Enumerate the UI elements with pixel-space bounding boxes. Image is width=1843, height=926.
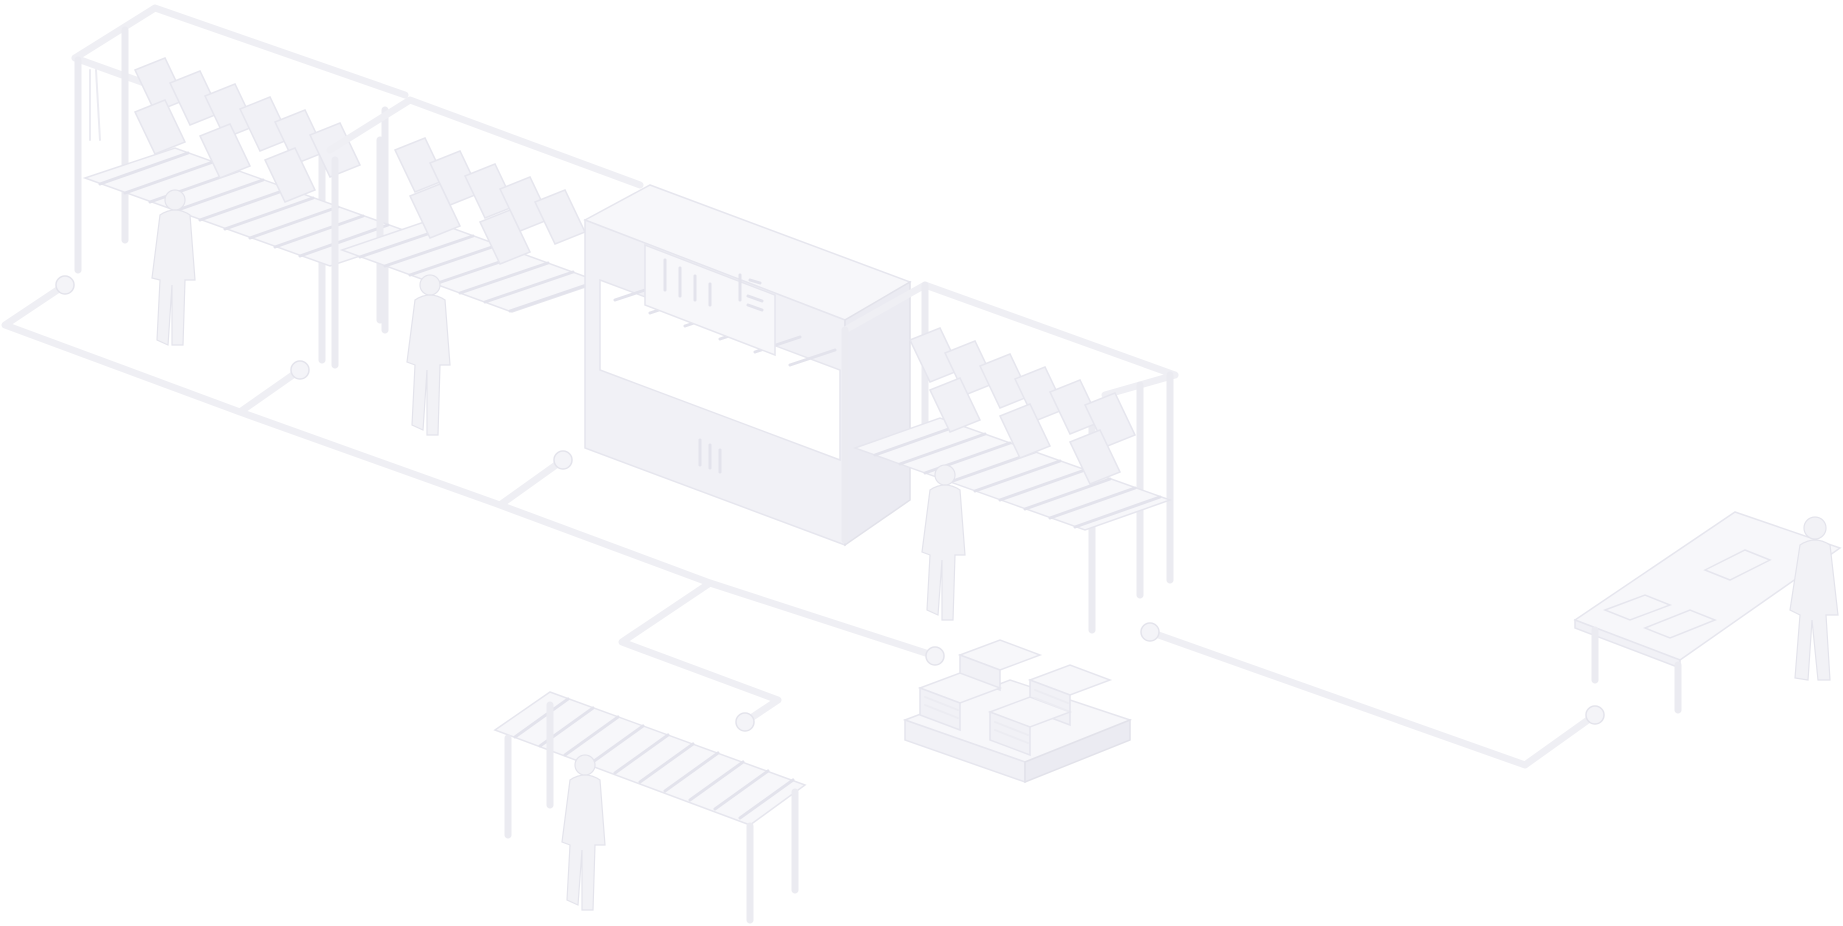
pipe-node [735, 712, 755, 732]
roller-table [493, 691, 807, 924]
pipe-network [1, 275, 1605, 769]
pallet-with-stacks [902, 639, 1133, 784]
worker-4 [561, 754, 606, 911]
worker-3 [921, 464, 966, 621]
shelving-conveyor-1 [71, 4, 423, 364]
worker-5 [1789, 516, 1839, 681]
worker-2 [406, 274, 451, 436]
pipe-node [1140, 622, 1160, 642]
pipe-node [290, 360, 310, 380]
pipe-node [55, 275, 75, 295]
pipe-node [1585, 705, 1605, 725]
pipe-node [925, 646, 945, 666]
worker-1 [151, 189, 196, 346]
shelving-conveyor-3 [841, 281, 1179, 634]
shelving-conveyor-2 [326, 96, 644, 369]
pipe-node [553, 450, 573, 470]
packing-table [1573, 511, 1842, 714]
processing-machine [583, 184, 912, 547]
workers [151, 189, 1839, 911]
